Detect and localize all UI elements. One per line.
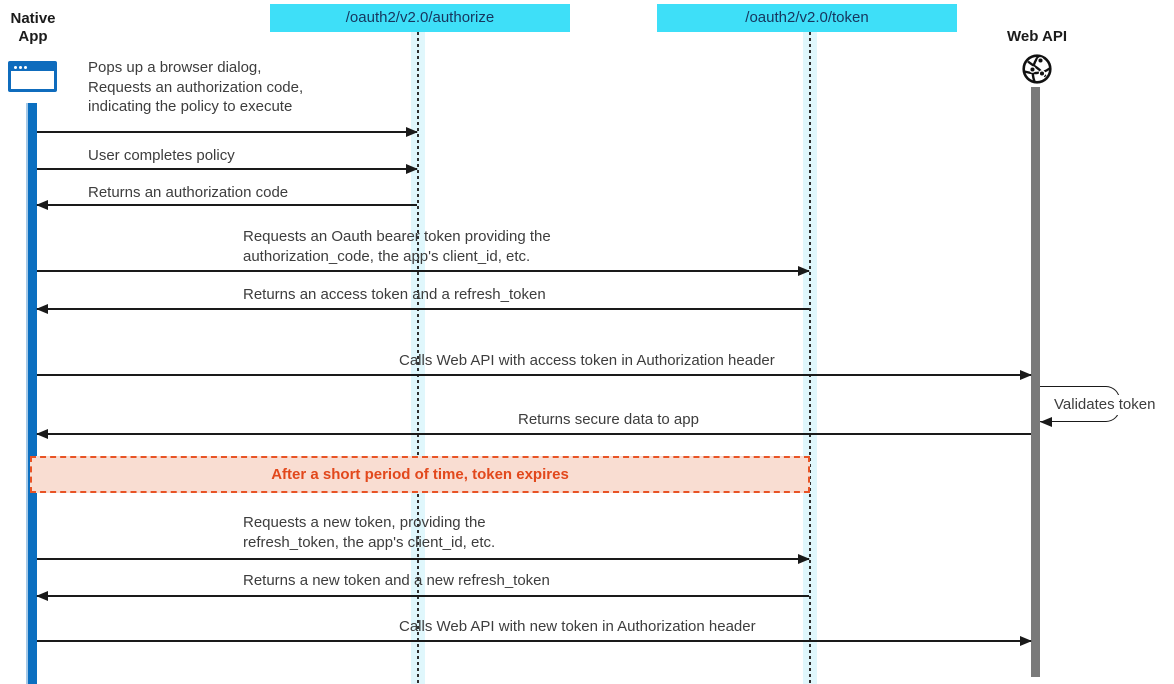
message-label-token-request: Requests an Oauth bearer token providing… [243, 227, 551, 266]
message-line: authorization_code, the app's client_id,… [243, 247, 531, 265]
web-api-activation-bar [1031, 87, 1040, 677]
message-label-returns-access-token: Returns an access token and a refresh_to… [243, 285, 546, 305]
message-arrow-left [36, 304, 809, 313]
native-app-label-line1: Native [10, 10, 56, 27]
message-label-calls-webapi-access-token: Calls Web API with access token in Autho… [399, 351, 775, 371]
message-label-returns-secure-data: Returns secure data to app [518, 410, 699, 430]
message-line: indicating the policy to execute [88, 98, 293, 115]
globe-network-icon [1022, 54, 1052, 84]
message-label-authorize-request: Pops up a browser dialog, Requests an au… [88, 58, 303, 117]
message-arrow-right [37, 554, 810, 563]
native-app-activation-bar [26, 103, 37, 684]
message-line: Requests an authorization code, [88, 78, 304, 96]
browser-titlebar [11, 64, 54, 71]
message-arrow-right [37, 636, 1032, 645]
endpoint-authorize-header: /oauth2/v2.0/authorize [270, 4, 570, 32]
authorize-lifeline [411, 32, 425, 684]
token-expiry-note-text: After a short period of time, token expi… [271, 466, 569, 483]
message-label-validates-token: Validates token [1051, 395, 1159, 415]
message-label-calls-webapi-new-token: Calls Web API with new token in Authoriz… [399, 617, 756, 637]
message-arrow-right [37, 164, 418, 173]
message-label-user-completes-policy: User completes policy [88, 146, 235, 166]
native-app-label-line2: App [18, 28, 48, 45]
message-line: Returns a new token and a new refresh_to… [243, 572, 550, 589]
message-label-returns-auth-code: Returns an authorization code [88, 183, 288, 203]
message-arrow-left [36, 429, 1031, 438]
message-line: Calls Web API with access token in Autho… [399, 352, 775, 369]
message-line: Returns an authorization code [88, 184, 289, 201]
actor-web-api-label: Web API [1006, 28, 1067, 45]
message-label-returns-new-token: Returns a new token and a new refresh_to… [243, 571, 550, 591]
message-arrow-right [37, 127, 418, 136]
token-expiry-note: After a short period of time, token expi… [30, 456, 810, 493]
endpoint-token-header: /oauth2/v2.0/token [657, 4, 957, 32]
message-line: Calls Web API with new token in Authoriz… [399, 618, 756, 635]
message-line: Pops up a browser dialog, [88, 59, 262, 76]
message-arrow-right [37, 370, 1032, 379]
actor-native-app-label: Native App [0, 10, 66, 46]
message-line: Returns secure data to app [518, 411, 699, 428]
message-line: Returns an access token and a refresh_to… [243, 286, 546, 303]
message-line: User completes policy [88, 147, 235, 164]
message-arrow-left [36, 200, 417, 209]
message-line: refresh_token, the app's client_id, etc. [243, 533, 496, 551]
message-arrow-right [37, 266, 810, 275]
message-arrow-left [36, 591, 809, 600]
message-line: Requests a new token, providing the [243, 514, 486, 531]
browser-window-icon [8, 61, 57, 92]
self-message-arrowhead [1040, 417, 1052, 427]
message-line: Requests an Oauth bearer token providing… [243, 228, 551, 245]
token-lifeline [803, 32, 817, 684]
message-label-refresh-token-request: Requests a new token, providing the refr… [243, 513, 495, 552]
